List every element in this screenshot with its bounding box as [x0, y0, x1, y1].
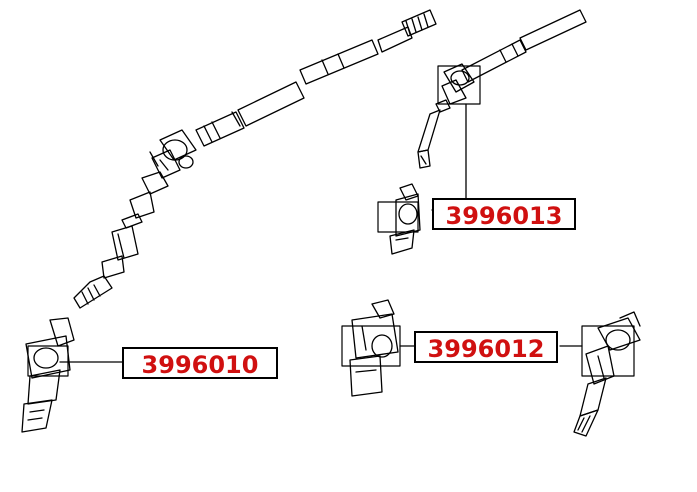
universal-joint-3996013 — [377, 183, 421, 255]
joint-highlight-box — [581, 325, 635, 377]
joint-highlight-box — [27, 345, 69, 377]
part-number-label-3996012: 3996012 — [414, 331, 558, 363]
universal-joint-3996010 — [21, 317, 123, 433]
universal-joint-shaft-3996012 — [559, 311, 641, 437]
joint-highlight-box — [437, 65, 481, 105]
main-steering-shaft — [73, 9, 437, 309]
part-number-label-3996010: 3996010 — [122, 347, 278, 379]
upper-right-shaft — [417, 9, 587, 211]
part-number-label-3996013: 3996013 — [432, 198, 576, 230]
universal-joint-3996012 — [341, 299, 417, 397]
joint-highlight-box — [377, 201, 419, 233]
